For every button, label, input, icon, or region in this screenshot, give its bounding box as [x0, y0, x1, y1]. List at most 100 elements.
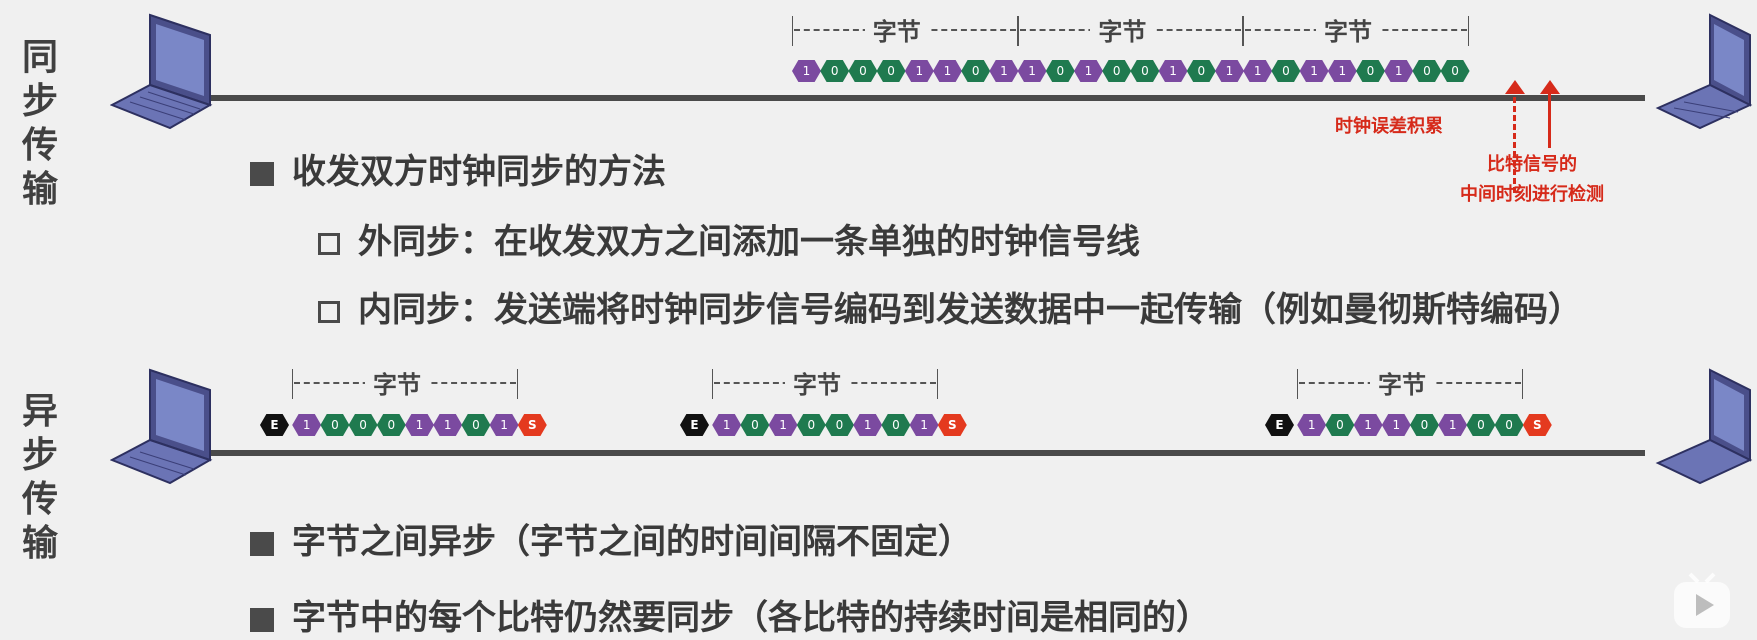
byte-label: 字节	[864, 12, 929, 47]
async-bullet-2: 字节中的每个比特仍然要同步（各比特的持续时间是相同的）	[250, 590, 1210, 639]
sample-middle-note: 比特信号的 中间时刻进行检测	[1460, 154, 1604, 205]
bit-cell: 1	[1017, 60, 1047, 82]
byte-label: 字节	[1369, 365, 1434, 400]
byte-brace: 字节	[1017, 12, 1244, 47]
bit-cell: 0	[1045, 60, 1075, 82]
bit-cell: 0	[1410, 414, 1439, 436]
bit-cell: 1	[1381, 414, 1411, 436]
brace-tick	[1242, 16, 1244, 46]
bit-cell: 1	[1074, 60, 1103, 82]
bit-cell: 1	[1327, 60, 1357, 82]
bit-cell: 0	[1186, 60, 1216, 82]
bit-cell: 0	[820, 60, 850, 82]
laptop-icon	[1655, 368, 1753, 485]
play-button-icon[interactable]	[1670, 572, 1734, 632]
bit-cell: 0	[376, 414, 406, 436]
clock-error-note: 时钟误差积累	[1335, 116, 1443, 137]
bit-cell: 0	[876, 60, 906, 82]
laptop-icon	[110, 368, 213, 485]
bit-cell: 1	[768, 414, 798, 436]
arrow-head-icon	[1540, 80, 1560, 94]
bit-cell: 1	[853, 414, 883, 436]
bit-cell: 0	[740, 414, 770, 436]
bit-cell: E	[260, 414, 289, 436]
brace-tick	[1521, 369, 1523, 399]
byte-brace: 字节	[1297, 365, 1523, 400]
bit-cell: 1	[909, 414, 939, 436]
laptop-icon	[110, 13, 213, 130]
bit-cell: 1	[933, 60, 962, 82]
brace-tick	[936, 369, 938, 399]
square-bullet-icon	[250, 607, 274, 632]
bit-cell: 0	[1440, 60, 1470, 82]
sync-transfer-label: 同步 传输	[21, 37, 58, 210]
byte-brace: 字节	[792, 12, 1018, 47]
byte-brace: 字节	[292, 365, 518, 400]
bit-cell: 0	[1271, 60, 1301, 82]
byte-label: 字节	[1315, 12, 1380, 47]
async-bullet-1: 字节之间异步（字节之间的时间间隔不固定）	[250, 514, 972, 563]
bit-cell: 1	[1353, 414, 1383, 436]
bit-cell: 0	[348, 414, 378, 436]
bit-cell: 1	[1243, 60, 1273, 82]
bit-cell: 0	[320, 414, 350, 436]
brace-tick	[712, 369, 714, 399]
bit-cell: 1	[712, 414, 742, 436]
bit-cell: 0	[1466, 414, 1496, 436]
brace-tick	[1017, 16, 1019, 46]
bit-cell: 1	[292, 414, 322, 436]
square-bullet-icon	[250, 161, 274, 186]
bit-cell: 0	[1494, 414, 1524, 436]
bit-cell: 0	[881, 414, 911, 436]
square-bullet-icon	[250, 531, 274, 556]
brace-tick	[1016, 16, 1018, 46]
checkbox-icon	[318, 300, 340, 323]
bit-cell: 0	[1102, 60, 1132, 82]
bit-cell: 1	[433, 414, 463, 436]
arrow-head-icon	[1505, 80, 1525, 94]
sync-heading: 收发双方时钟同步的方法	[250, 144, 666, 193]
byte-brace: 字节	[712, 365, 938, 400]
bit-cell: 0	[796, 414, 826, 436]
bit-cell: S	[517, 414, 547, 436]
bit-cell: 0	[461, 414, 491, 436]
bit-cell: 0	[1412, 60, 1442, 82]
bit-cell: E	[680, 414, 709, 436]
bit-cell: 1	[1299, 60, 1329, 82]
bit-cell: 0	[1325, 414, 1355, 436]
brace-tick	[1243, 16, 1245, 46]
bit-cell: 1	[489, 414, 519, 436]
byte-label: 字节	[364, 365, 429, 400]
bit-cell: 1	[904, 60, 934, 82]
bit-cell: 1	[1297, 414, 1327, 436]
bit-cell: 0	[1356, 60, 1385, 82]
arrow-up-icon	[1548, 88, 1551, 148]
brace-tick	[1467, 16, 1469, 46]
brace-tick	[792, 16, 793, 46]
bit-cell: 1	[1215, 60, 1244, 82]
byte-label: 字节	[784, 365, 849, 400]
checkbox-icon	[318, 232, 340, 255]
brace-tick	[516, 369, 518, 399]
bit-cell: 1	[792, 60, 821, 82]
bit-cell: 1	[1438, 414, 1468, 436]
arrow-dashed-icon	[1513, 88, 1519, 193]
bit-cell: 1	[989, 60, 1019, 82]
brace-tick	[292, 369, 294, 399]
sync-transmission-line	[205, 95, 1645, 101]
sync-item-internal: 内同步：发送端将时钟同步信号编码到发送数据中一起传输（例如曼彻斯特编码）	[318, 282, 1582, 331]
async-transmission-line	[205, 450, 1645, 456]
bit-cell: 0	[1130, 60, 1160, 82]
bit-cell: 0	[825, 414, 854, 436]
bit-cell: 1	[1384, 60, 1414, 82]
bit-cell: 0	[848, 60, 878, 82]
sync-item-external: 外同步：在收发双方之间添加一条单独的时钟信号线	[318, 214, 1140, 263]
byte-brace: 字节	[1243, 12, 1469, 47]
bit-cell: 0	[961, 60, 991, 82]
async-transfer-label: 异步 传输	[21, 391, 58, 564]
laptop-icon	[1655, 13, 1753, 130]
bit-cell: S	[1522, 414, 1552, 436]
bit-cell: E	[1265, 414, 1294, 436]
byte-label: 字节	[1090, 12, 1155, 47]
bit-cell: 1	[1158, 60, 1188, 82]
